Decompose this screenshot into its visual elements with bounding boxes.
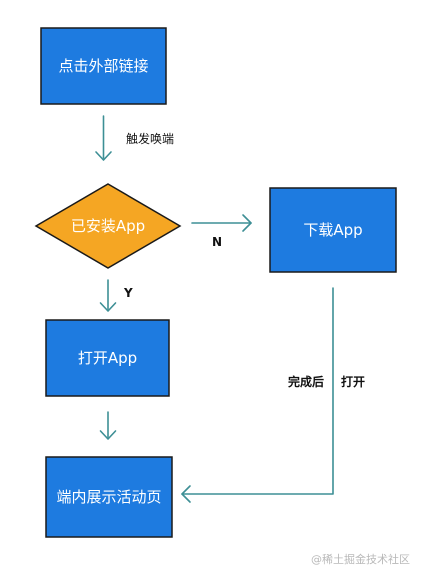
node-open-app: 打开App xyxy=(45,319,170,397)
edge-label-no: N xyxy=(212,235,222,249)
edge-installed-to-open xyxy=(99,279,117,312)
node-show-activity-page-label: 端内展示活动页 xyxy=(56,488,161,506)
edge-label-yes: Y xyxy=(123,286,133,300)
node-show-activity-page: 端内展示活动页 xyxy=(45,456,173,538)
node-download-app-box xyxy=(269,187,397,273)
node-open-app-box xyxy=(45,319,170,397)
edge-label-complete: 完成后 xyxy=(288,374,324,389)
edge-label-open: 打开 xyxy=(341,374,365,389)
edge-click-to-installed xyxy=(95,115,112,161)
node-download-app: 下载App xyxy=(269,187,397,273)
edge-download-to-show-page xyxy=(181,287,334,503)
node-app-installed-decision: 已安装App xyxy=(34,183,182,269)
node-app-installed-diamond xyxy=(34,183,182,269)
node-show-activity-page-box xyxy=(45,456,173,538)
watermark-text: @稀土掘金技术社区 xyxy=(311,552,410,566)
node-click-external-link-box xyxy=(40,27,167,105)
node-click-external-link-label: 点击外部链接 xyxy=(58,57,148,75)
node-download-app-label: 下载App xyxy=(303,221,362,239)
edge-installed-to-download xyxy=(191,214,252,232)
node-app-installed-label: 已安装App xyxy=(71,217,145,235)
edge-label-trigger: 触发唤端 xyxy=(126,131,174,146)
node-open-app-label: 打开App xyxy=(78,349,137,367)
edge-open-to-show-page xyxy=(99,411,117,440)
node-click-external-link: 点击外部链接 xyxy=(40,27,167,105)
